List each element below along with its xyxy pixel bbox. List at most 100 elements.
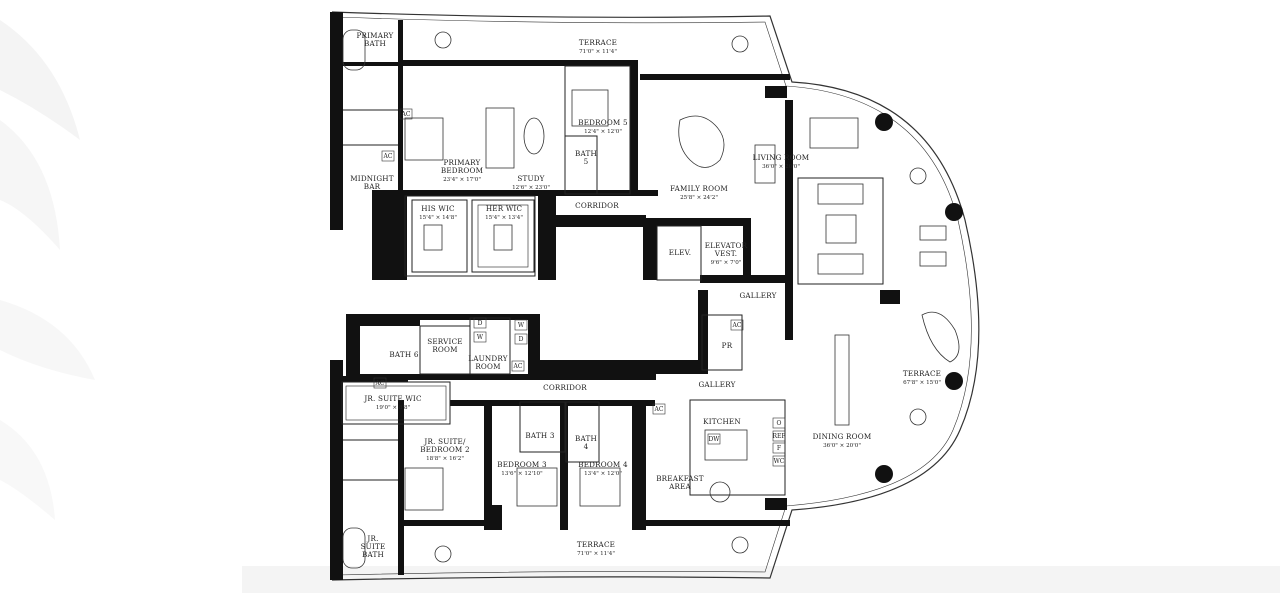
room-label: BEDROOM 2	[420, 445, 470, 454]
equipment-box	[707, 433, 721, 445]
room-label: JR.	[366, 534, 378, 543]
palm-shadow-decoration	[0, 20, 95, 520]
equipment-label: D	[519, 336, 524, 343]
room-label: VEST.	[714, 249, 737, 258]
room-corridor-top: CORRIDOR	[575, 201, 619, 210]
equipment-box	[772, 430, 786, 442]
equipment-box	[381, 150, 395, 162]
room-label: BEDROOM	[441, 166, 483, 175]
room-terrace-top: TERRACE 71'0" × 11'4"	[579, 38, 617, 55]
room-label: STUDY	[517, 174, 544, 183]
room-label: ELEV.	[669, 248, 691, 257]
room-label: TERRACE	[903, 369, 941, 378]
room-dimension: 71'0" × 11'4"	[579, 49, 617, 55]
room-jr-suite-bedroom-2: JR. SUITE/BEDROOM 2 18'8" × 16'2"	[420, 437, 470, 462]
room-dimension: 13'4" × 12'0"	[584, 471, 622, 477]
room-dimension: 23'4" × 17'0"	[443, 177, 481, 183]
room-label: BATH 6	[389, 350, 418, 359]
equipment-label: F	[777, 445, 781, 452]
room-label: SUITE	[361, 542, 386, 551]
equipment-label: O	[777, 420, 782, 427]
room-corridor-bottom: CORRIDOR	[543, 383, 587, 392]
room-label: PRIMARY	[444, 158, 481, 167]
room-study: STUDY 12'6" × 23'0"	[512, 174, 550, 191]
equipment-label: REF	[772, 433, 785, 440]
room-label: ELEVATOR	[705, 241, 748, 250]
equipment-label: W	[518, 322, 525, 329]
room-bath-6: BATH 6	[389, 350, 418, 359]
room-label: 4	[584, 442, 589, 451]
equipment-label: AC	[401, 111, 411, 118]
room-label: CORRIDOR	[575, 201, 619, 210]
equipment-label: AC	[513, 363, 523, 370]
room-label: FAMILY ROOM	[670, 184, 728, 193]
equipment-box	[730, 319, 744, 331]
room-label: ROOM	[432, 345, 457, 354]
room-label: TERRACE	[577, 540, 615, 549]
room-kitchen: KITCHEN	[703, 417, 741, 426]
room-label: BREAKFAST	[656, 474, 704, 483]
room-dimension: 71'0" × 11'4"	[577, 551, 615, 557]
room-label: SERVICE	[427, 337, 463, 346]
room-label: BEDROOM 5	[578, 118, 628, 127]
room-dimension: 18'8" × 16'2"	[426, 456, 464, 462]
room-label: BATH	[575, 434, 597, 443]
room-dimension: 9'6" × 7'0"	[711, 260, 742, 266]
room-dimension: 12'6" × 23'0"	[512, 185, 550, 191]
equipment-label: DW	[709, 436, 721, 443]
room-label: JR. SUITE WIC	[363, 394, 422, 403]
room-label: PRIMARY	[357, 31, 394, 40]
equipment-box	[514, 333, 528, 345]
equipment-box	[511, 360, 525, 372]
room-label: GALLERY	[698, 380, 735, 389]
equipment-box	[373, 377, 387, 389]
room-family-room: FAMILY ROOM 25'8" × 24'2"	[670, 184, 728, 201]
room-label: LAUNDRY	[468, 354, 507, 363]
room-label: BATH	[362, 550, 384, 559]
equipment-box	[473, 331, 487, 343]
room-gallery-bottom: GALLERY	[698, 380, 735, 389]
walls	[330, 12, 900, 580]
room-label: HIS WIC	[421, 204, 455, 213]
furniture	[342, 29, 960, 569]
room-elev: ELEV.	[669, 248, 691, 257]
room-gallery-top: GALLERY	[739, 291, 776, 300]
room-label: CORRIDOR	[543, 383, 587, 392]
room-label: BATH	[575, 149, 597, 158]
equipment-label: D	[478, 320, 483, 327]
room-label: HER WIC	[486, 204, 523, 213]
equipment-label: AC	[732, 322, 742, 329]
room-label: ROOM	[475, 362, 500, 371]
room-dimension: 36'0" × 20'0"	[762, 164, 800, 170]
room-dimension: 36'0" × 20'0"	[823, 443, 861, 449]
room-label: BEDROOM 3	[497, 460, 547, 469]
room-label: BATH	[364, 39, 386, 48]
room-label: TERRACE	[579, 38, 617, 47]
room-dimension: 25'8" × 24'2"	[680, 195, 718, 201]
room-dimension: 13'6" × 12'10"	[501, 471, 543, 477]
room-label: MIDNIGHT	[350, 174, 394, 183]
room-label: KITCHEN	[703, 417, 741, 426]
structural-columns	[875, 113, 963, 483]
room-label: GALLERY	[739, 291, 776, 300]
room-dimension: 12'4" × 12'0"	[584, 129, 622, 135]
equipment-label: AC	[375, 380, 385, 387]
room-dimension: 19'0" × 8'8"	[376, 405, 411, 411]
room-label: JR. SUITE/	[423, 437, 466, 446]
